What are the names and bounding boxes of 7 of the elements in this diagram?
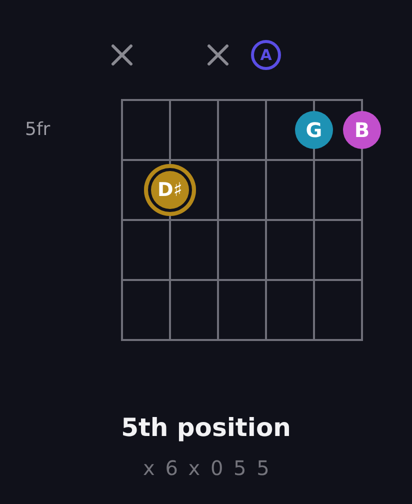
root-note-dot: D♯ (144, 164, 196, 216)
fret-number-label: 5fr (25, 119, 50, 140)
fingering-code: x 6 x 0 5 5 (143, 456, 272, 480)
open-string-marker: A (251, 40, 281, 70)
note-dot: B (343, 111, 381, 149)
chord-position-title: 5th position (121, 413, 291, 442)
note-dot: G (295, 111, 333, 149)
